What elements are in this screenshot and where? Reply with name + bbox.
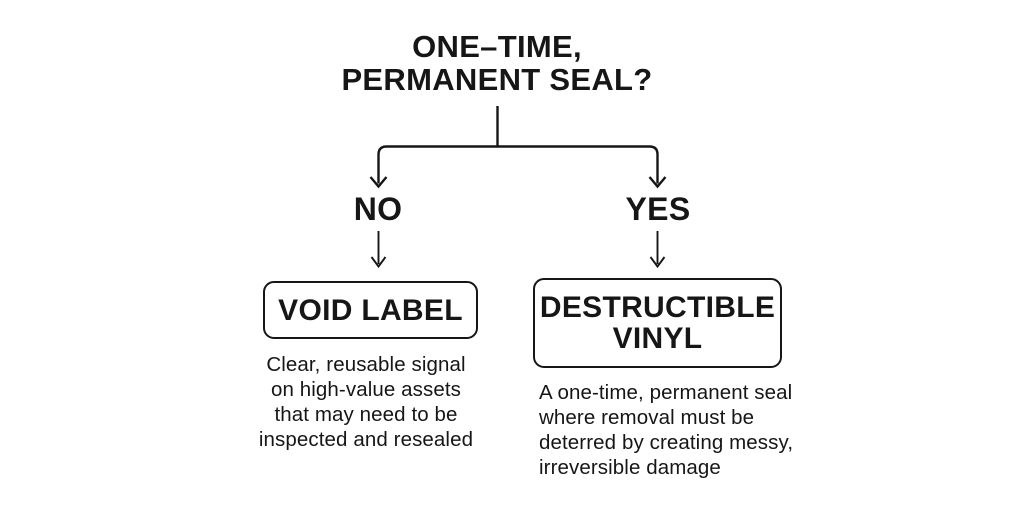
branch-label-yes: YES <box>625 191 691 227</box>
node-box-destructible-vinyl-text: DESTRUCTIBLE VINYL <box>539 291 776 355</box>
node-box-destructible-vinyl: DESTRUCTIBLE VINYL <box>533 278 782 368</box>
node-box-void-label-text: VOID LABEL <box>278 293 463 327</box>
branch-left-line <box>377 145 498 184</box>
branch-right-arrowhead-icon <box>648 176 667 189</box>
description-destructible-vinyl: A one-time, permanent seal where removal… <box>539 381 794 479</box>
branch-label-no: NO <box>353 191 403 227</box>
diagram-title: ONE–TIME, PERMANENT SEAL? <box>341 29 653 97</box>
branch-left-arrowhead-icon <box>369 176 388 189</box>
branch-right-line <box>497 145 659 184</box>
arrow-no-to-box-arrowhead-icon <box>370 256 387 269</box>
arrow-yes-to-box-arrowhead-icon <box>649 256 666 269</box>
description-void-label: Clear, reusable signal on high-value ass… <box>258 353 474 451</box>
node-box-void-label: VOID LABEL <box>263 281 478 339</box>
